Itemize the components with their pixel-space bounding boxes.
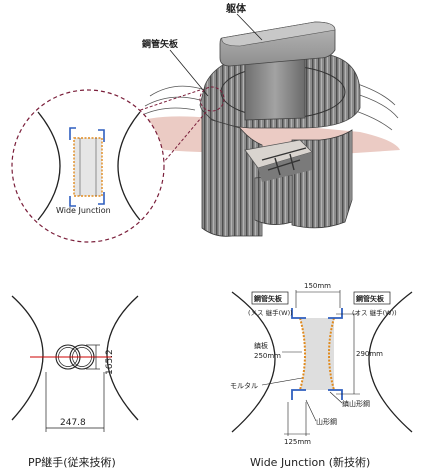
jouban-label: 鎮板 bbox=[254, 341, 268, 350]
wj-dim150-label: 150mm bbox=[304, 282, 331, 290]
detail-pipe-left bbox=[37, 111, 61, 221]
mortar-label: モルタル bbox=[230, 381, 258, 390]
wj-pipe-left bbox=[231, 291, 276, 433]
concrete-body-top-face bbox=[221, 21, 336, 47]
wj-dim290-label: 290mm bbox=[356, 350, 383, 358]
joint-locator-circle bbox=[199, 86, 225, 112]
chin-yamagata-label: 鎮山形鋼 bbox=[342, 399, 370, 408]
right-pile-title: 鋼管矢板 bbox=[355, 294, 385, 303]
yamagata-leader bbox=[305, 399, 317, 422]
water-ripples-left bbox=[139, 85, 206, 117]
pp-pipe-left bbox=[11, 295, 44, 421]
detail-joint-infill bbox=[73, 137, 103, 197]
jouban-size-label: 250mm bbox=[254, 352, 281, 360]
wide-junction-drawing: 150mm 290mm 125mm 鋼管矢板 (メス 継手(W)) 鋼管矢板 (… bbox=[230, 282, 413, 446]
wide-junction-callout: Wide Junction bbox=[11, 89, 207, 243]
cofferdam-illustration: 躯体 鋼管矢板 bbox=[120, 2, 400, 237]
kutai-leader bbox=[236, 13, 263, 41]
koukan-yaita-label: 鋼管矢板 bbox=[141, 38, 179, 50]
wj-plate-right bbox=[328, 308, 343, 400]
left-pile-subtitle: (メス 継手(W)) bbox=[248, 308, 293, 317]
caption-pp-joint: PP継手(従来技術) bbox=[28, 456, 116, 469]
chin-yamagata-leader bbox=[329, 391, 343, 404]
caption-wide-junction: Wide Junction (新技術) bbox=[250, 456, 371, 469]
detail-circle-label: Wide Junction bbox=[56, 206, 111, 215]
wj-dim125-label: 125mm bbox=[284, 438, 311, 446]
kutai-label: 躯体 bbox=[225, 2, 247, 15]
mortar-leader bbox=[261, 377, 303, 386]
left-pile-title: 鋼管矢板 bbox=[253, 294, 283, 303]
right-pile-title-box bbox=[353, 291, 391, 305]
right-pile-subtitle: (オス 継手(W)) bbox=[352, 308, 397, 317]
yamagata-label: 山形鋼 bbox=[316, 417, 337, 426]
pp-joint-drawing: 165.2 247.8 bbox=[11, 295, 139, 432]
koukan-yaita-leader bbox=[169, 49, 209, 97]
left-pile-title-box bbox=[251, 291, 289, 305]
wj-plate-left bbox=[291, 308, 306, 400]
detail-pipe-right bbox=[117, 111, 141, 221]
pp-pipe-right bbox=[106, 295, 139, 421]
strut-frame bbox=[261, 147, 307, 176]
concrete-body-pier bbox=[244, 57, 306, 121]
pp-dim-horizontal-label: 247.8 bbox=[60, 418, 86, 428]
detail-joint-plate-right bbox=[98, 129, 105, 205]
wj-joint-infill bbox=[300, 318, 334, 390]
wj-mortar-right bbox=[328, 317, 335, 391]
pp-dim-vertical-label: 165.2 bbox=[105, 349, 115, 375]
wj-pipe-right bbox=[368, 291, 413, 433]
wj-mortar-left bbox=[299, 317, 306, 391]
inner-pit-shadow bbox=[258, 152, 312, 182]
pile-wall-front bbox=[254, 174, 293, 225]
detail-joint-plate-left bbox=[69, 127, 76, 207]
callout-line-upper bbox=[104, 89, 201, 123]
